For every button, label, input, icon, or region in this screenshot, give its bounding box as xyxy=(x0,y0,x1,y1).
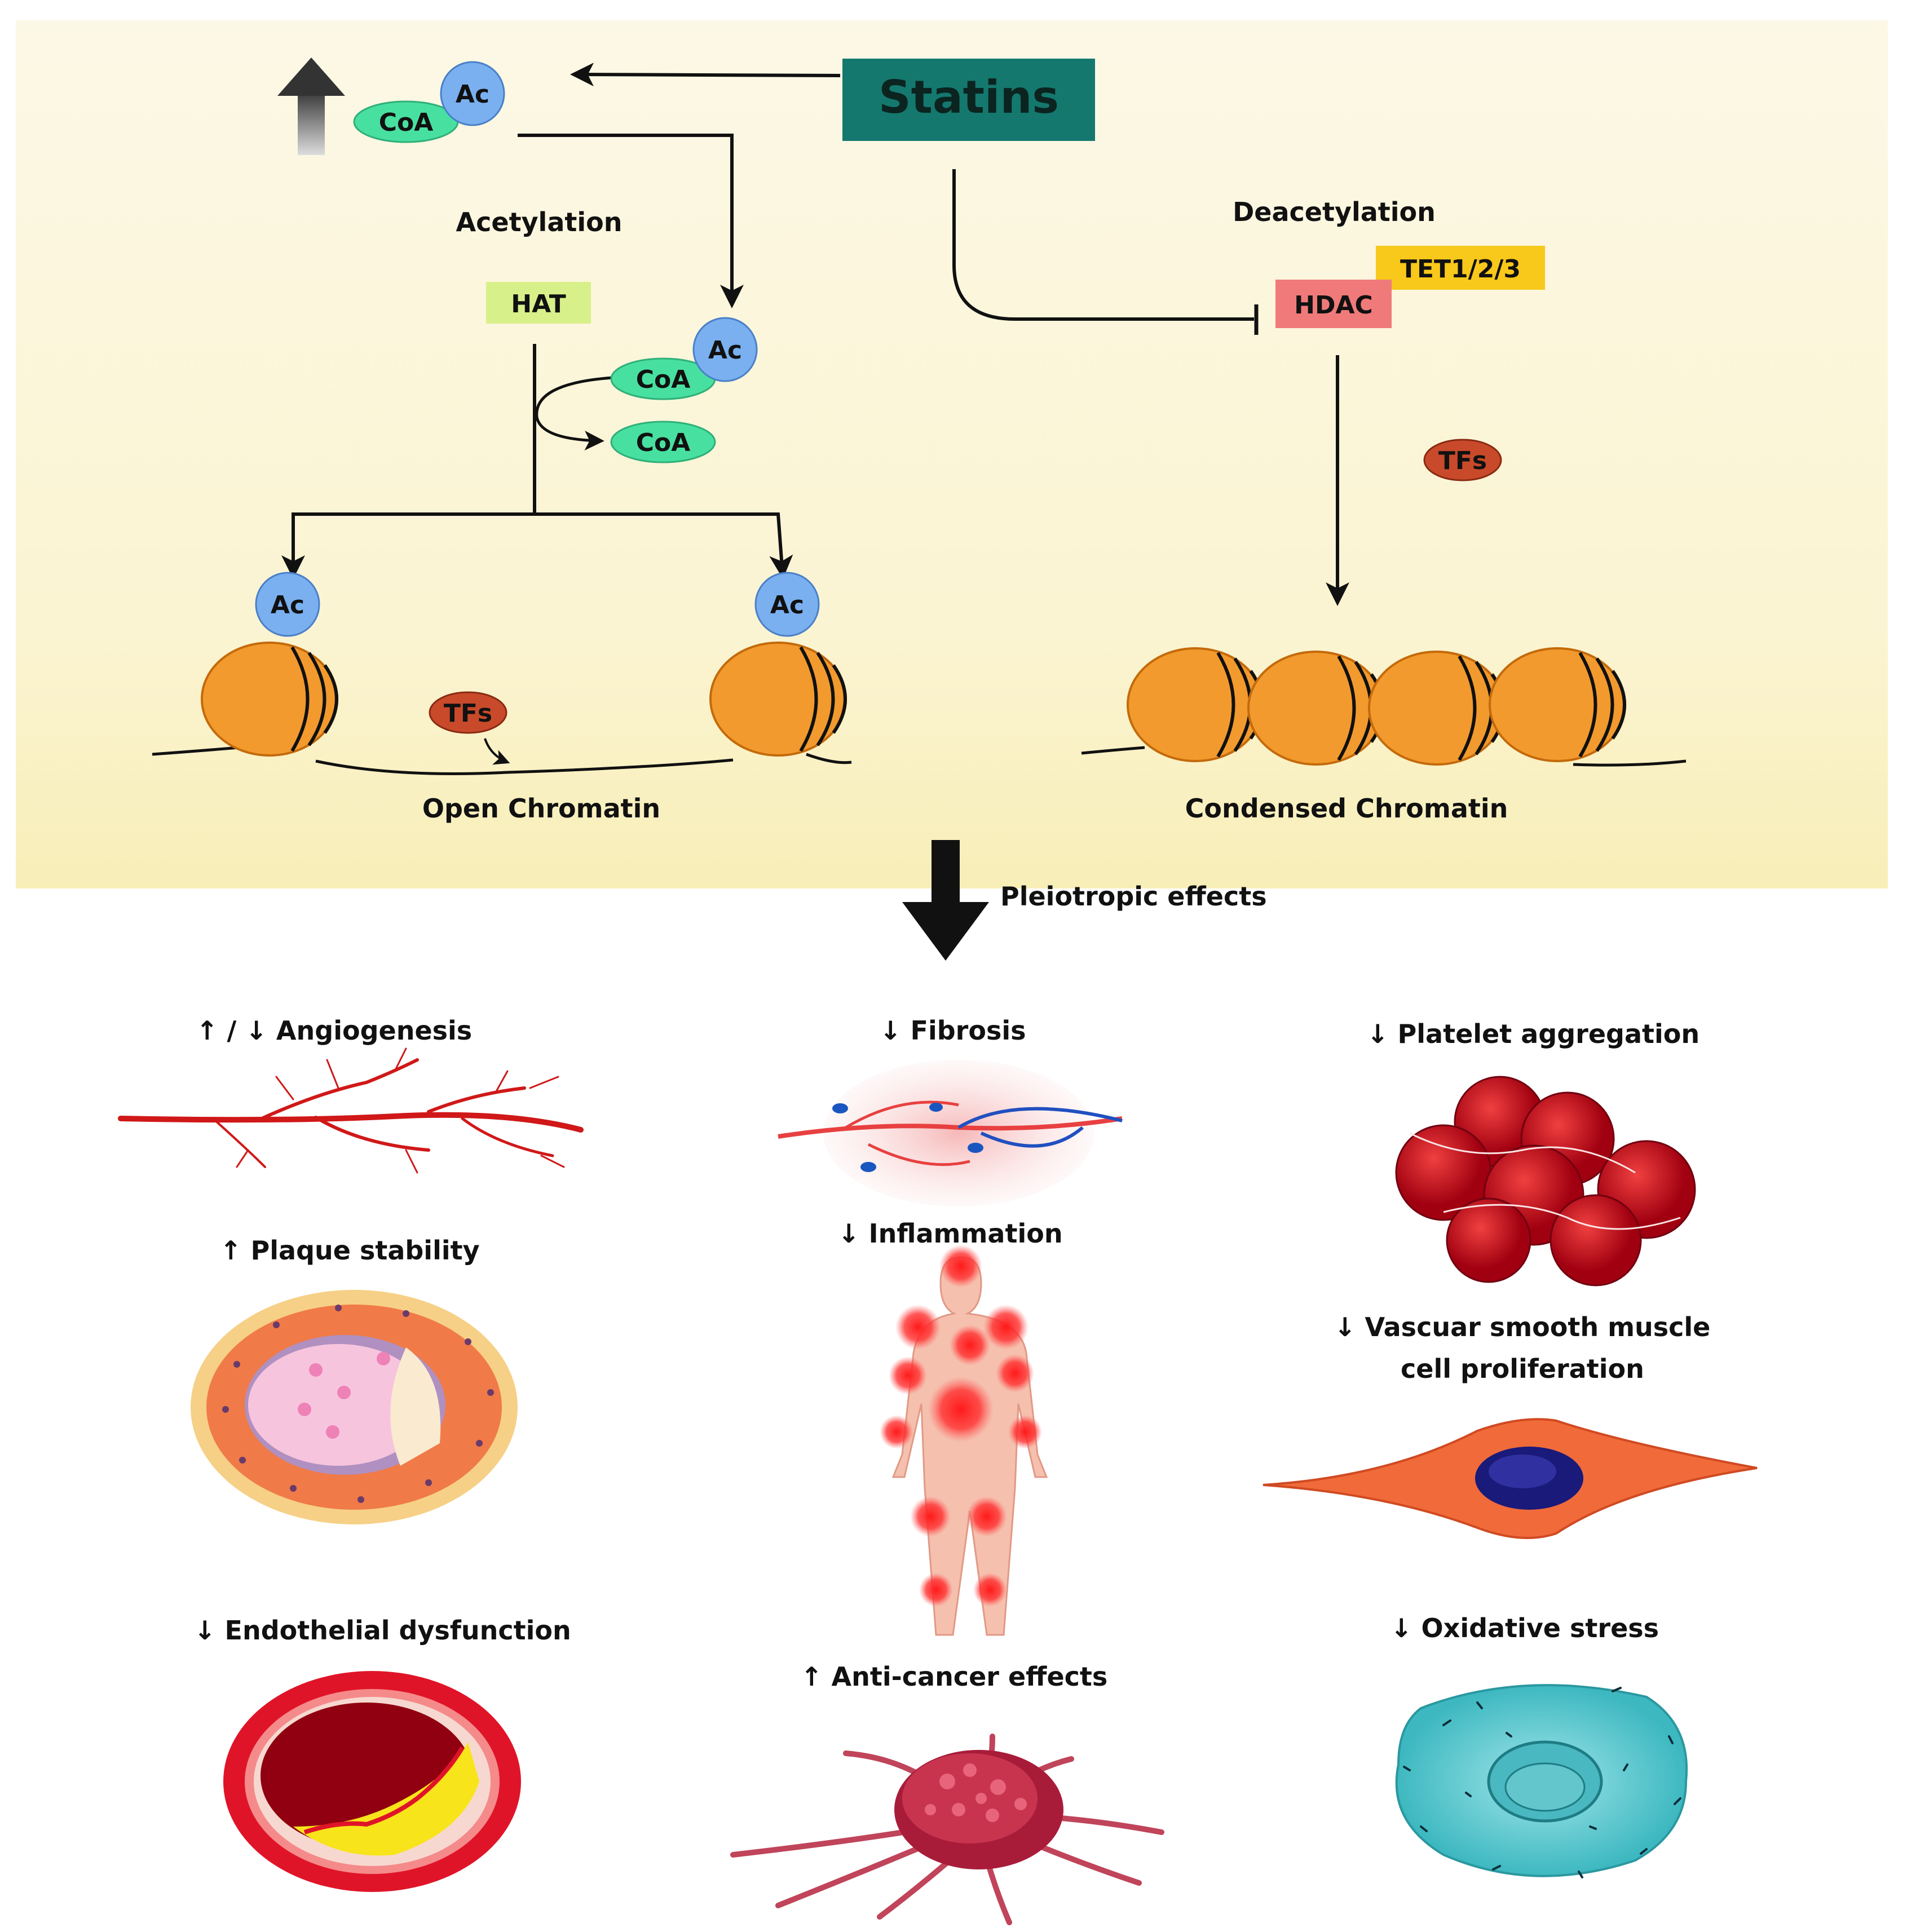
hat-box: HAT xyxy=(486,282,591,324)
pleiotropic-arrow-icon xyxy=(902,840,989,961)
nucleosome-condensed-2 xyxy=(1248,652,1384,764)
hat-label: HAT xyxy=(511,290,566,319)
tfs-bubble-free: TFs xyxy=(1423,439,1502,481)
open-chromatin-label: Open Chromatin xyxy=(422,793,660,824)
platelet-cluster-icon xyxy=(1395,1076,1696,1286)
acetyl-coa-middle: CoA Ac xyxy=(610,317,758,400)
coa-release-arrow xyxy=(535,376,613,450)
top-panel-background xyxy=(16,20,1888,888)
plaque-stability-label: ↑ Plaque stability xyxy=(220,1235,480,1266)
statins-inhibit-hdac-line xyxy=(952,169,1254,321)
fibrosis-tissue-icon xyxy=(778,1060,1123,1206)
inflammation-label: ↓ Inflammation xyxy=(838,1218,1063,1249)
coa-label: CoA xyxy=(379,108,434,137)
svg-text:Ac: Ac xyxy=(770,591,804,620)
platelet-aggregation-label: ↓ Platelet aggregation xyxy=(1367,1019,1699,1049)
angiogenesis-label: ↑ / ↓ Angiogenesis xyxy=(196,1015,472,1046)
endothelial-dysfunction-label: ↓ Endothelial dysfunction xyxy=(194,1615,571,1646)
tfs-binding-arrow xyxy=(484,738,510,765)
increase-arrow-icon xyxy=(277,58,345,155)
tfs-bubble-open: TFs xyxy=(429,691,507,734)
nucleosome-condensed-3 xyxy=(1369,652,1504,764)
svg-text:TFs: TFs xyxy=(1438,446,1487,475)
branch-left-arrow xyxy=(281,512,535,579)
condensed-chromatin-label: Condensed Chromatin xyxy=(1185,793,1508,824)
vsmc-label-line1: ↓ Vascuar smooth muscle xyxy=(1334,1312,1710,1342)
inflamed-body-icon xyxy=(880,1245,1048,1636)
coa-label: CoA xyxy=(636,428,691,457)
tet-box: TET1/2/3 xyxy=(1376,246,1545,290)
tet-label: TET1/2/3 xyxy=(1400,255,1521,284)
condensed-chromatin-dna xyxy=(1081,746,1687,767)
ac-label: Ac xyxy=(456,80,489,109)
acetylcoa-feed-arrow xyxy=(518,134,744,308)
svg-text:Ac: Ac xyxy=(271,591,304,620)
svg-text:TFs: TFs xyxy=(444,699,492,728)
oxidative-cell-icon xyxy=(1395,1684,1688,1878)
pleiotropic-effects-label: Pleiotropic effects xyxy=(1000,881,1267,912)
plaque-artery-icon xyxy=(191,1290,518,1524)
branch-right-arrow xyxy=(535,512,793,579)
ac-label: Ac xyxy=(708,336,742,365)
free-coa: CoA xyxy=(610,421,716,463)
coa-label: CoA xyxy=(636,365,691,394)
nucleosome-condensed-4 xyxy=(1490,648,1625,761)
fibrosis-label: ↓ Fibrosis xyxy=(880,1015,1026,1046)
cancer-cell-icon xyxy=(730,1734,1164,1925)
nucleosome-open-right xyxy=(710,643,846,755)
statins-label: Statins xyxy=(879,71,1059,123)
statins-box: Statins xyxy=(842,59,1095,141)
endothelium-artery-icon xyxy=(223,1671,521,1892)
acetyl-coa-top: CoA Ac xyxy=(353,61,505,143)
ac-bubble-left: Ac xyxy=(255,572,320,637)
hdac-label: HDAC xyxy=(1294,291,1373,320)
ac-bubble-right: Ac xyxy=(754,572,820,637)
acetylation-label: Acetylation xyxy=(456,207,623,237)
smooth-muscle-cell-icon xyxy=(1262,1418,1758,1539)
deacetylation-label: Deacetylation xyxy=(1233,197,1436,227)
oxidative-stress-label: ↓ Oxidative stress xyxy=(1390,1613,1659,1643)
vsmc-label-line2: cell proliferation xyxy=(1401,1354,1644,1384)
nucleosome-condensed-1 xyxy=(1128,648,1263,761)
anticancer-label: ↑ Anti-cancer effects xyxy=(801,1661,1107,1692)
hdac-box: HDAC xyxy=(1275,280,1392,328)
blood-vessel-icon xyxy=(118,1047,584,1174)
nucleosome-open-left xyxy=(202,643,337,755)
statins-to-acetylcoa-arrow xyxy=(570,63,841,87)
